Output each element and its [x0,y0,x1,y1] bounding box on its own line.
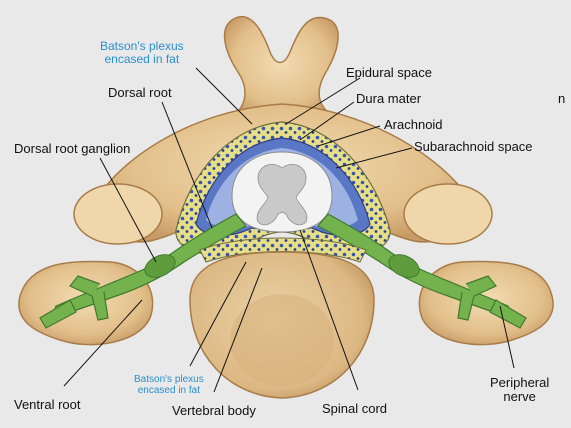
peripheral-nerve-label: Peripheral nerve [490,376,549,404]
peripheral-nerve-line-2: nerve [490,390,549,404]
batsons-plexus-bottom-line-1: Batson's plexus [134,374,204,385]
epidural-space-label: Epidural space [346,66,432,80]
batsons-plexus-top-line-2: encased in fat [100,53,184,66]
ventral-root-label: Ventral root [14,398,81,412]
articular-process-left [74,184,162,244]
vertebral-body-label: Vertebral body [172,404,256,418]
batsons-plexus-bottom-line-2: encased in fat [134,385,204,396]
dura-mater-label: Dura mater [356,92,421,106]
dorsal-root-label: Dorsal root [108,86,172,100]
arachnoid-label: Arachnoid [384,118,443,132]
articular-process-right [404,184,492,244]
edge-fragment-label: n [558,92,565,106]
spinal-cord-label: Spinal cord [322,402,387,416]
spinous-process [225,17,339,118]
dorsal-root-ganglion-label: Dorsal root ganglion [14,142,130,156]
peripheral-nerve-line-1: Peripheral [490,376,549,390]
subarachnoid-space-label: Subarachnoid space [414,140,533,154]
batsons-plexus-top-label: Batson's plexus encased in fat [100,40,184,66]
vertebral-body-center [230,294,334,386]
batsons-plexus-bottom-label: Batson's plexus encased in fat [134,374,204,396]
